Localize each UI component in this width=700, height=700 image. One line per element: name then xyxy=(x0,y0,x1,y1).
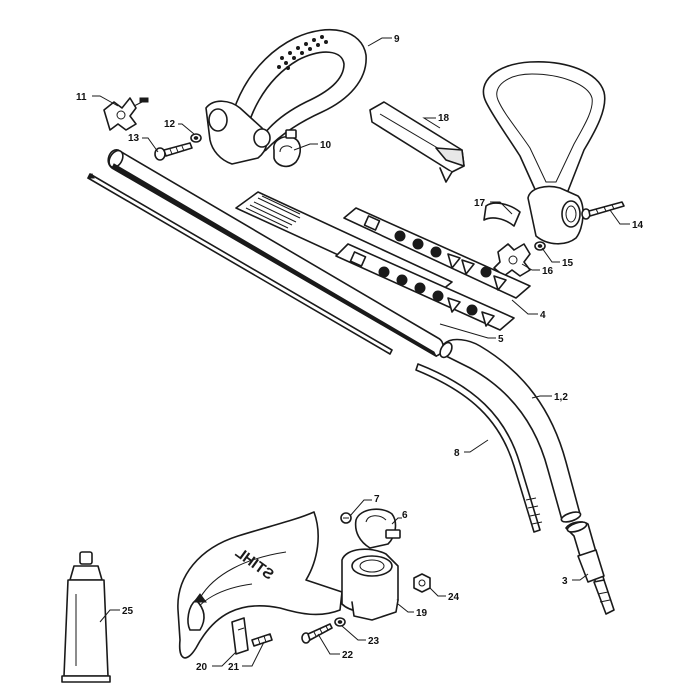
decal-part-4[interactable] xyxy=(235,191,531,331)
callout-16: 16 xyxy=(542,266,554,277)
drive-shaft-part-8[interactable] xyxy=(86,173,543,533)
hose-clamp-part-10[interactable] xyxy=(273,129,302,168)
shaft-end-part-3[interactable] xyxy=(565,520,615,615)
callout-13: 13 xyxy=(128,133,140,144)
washer-part-15[interactable] xyxy=(534,241,546,251)
callout-18: 18 xyxy=(438,113,450,124)
callout-1-2: 1,2 xyxy=(554,392,568,403)
callout-15: 15 xyxy=(562,258,574,269)
clamp-part-6[interactable] xyxy=(354,508,401,549)
callout-4: 4 xyxy=(540,310,546,321)
screw-part-14[interactable] xyxy=(581,201,625,220)
screw-part-7[interactable] xyxy=(340,512,352,524)
loop-handle-part-9[interactable] xyxy=(205,29,367,165)
warning-symbols-row-1 xyxy=(363,215,507,291)
callout-9: 9 xyxy=(394,34,400,45)
callout-12: 12 xyxy=(164,119,176,130)
washer-part-12[interactable] xyxy=(190,133,202,143)
callout-24: 24 xyxy=(448,592,460,603)
callout-labels: 9 10 11 12 13 18 17 14 15 16 4 5 1,2 8 3… xyxy=(76,34,644,673)
callout-3: 3 xyxy=(562,576,568,587)
callout-25: 25 xyxy=(122,606,134,617)
star-knob-part-16[interactable] xyxy=(493,243,531,277)
grease-tube-part-25[interactable] xyxy=(61,551,111,683)
star-knob-part-11[interactable] xyxy=(103,97,149,131)
callout-7: 7 xyxy=(374,494,380,505)
screw-part-13[interactable] xyxy=(154,142,193,161)
leader-lines xyxy=(92,37,630,667)
decal-text-lines xyxy=(245,195,301,229)
warning-symbols-row-2 xyxy=(349,251,495,327)
screw-part-22[interactable] xyxy=(301,623,333,644)
callout-5: 5 xyxy=(498,334,504,345)
drive-tube-part-1-2[interactable] xyxy=(438,338,582,524)
callout-11: 11 xyxy=(76,92,87,103)
callout-17: 17 xyxy=(474,198,486,209)
callout-6: 6 xyxy=(402,510,408,521)
deflector-guard-part-19[interactable]: STIHL xyxy=(177,511,399,659)
callout-14: 14 xyxy=(632,220,644,231)
callout-23: 23 xyxy=(368,636,380,647)
insert-part-17[interactable] xyxy=(483,202,521,227)
callout-22: 22 xyxy=(342,650,354,661)
callout-21: 21 xyxy=(228,662,240,673)
liner-tube-part-5[interactable] xyxy=(106,148,444,358)
callout-20: 20 xyxy=(196,662,208,673)
cover-part-18[interactable] xyxy=(369,101,465,183)
washer-part-23[interactable] xyxy=(334,617,346,627)
handle-grip-dots xyxy=(277,35,328,70)
callout-8: 8 xyxy=(454,448,460,459)
nut-part-24[interactable] xyxy=(413,573,431,593)
blade-part-20[interactable] xyxy=(231,617,249,655)
screw-part-21[interactable] xyxy=(251,633,273,647)
callout-19: 19 xyxy=(416,608,428,619)
callout-10: 10 xyxy=(320,140,332,151)
rear-handle-assembly[interactable] xyxy=(482,61,606,245)
